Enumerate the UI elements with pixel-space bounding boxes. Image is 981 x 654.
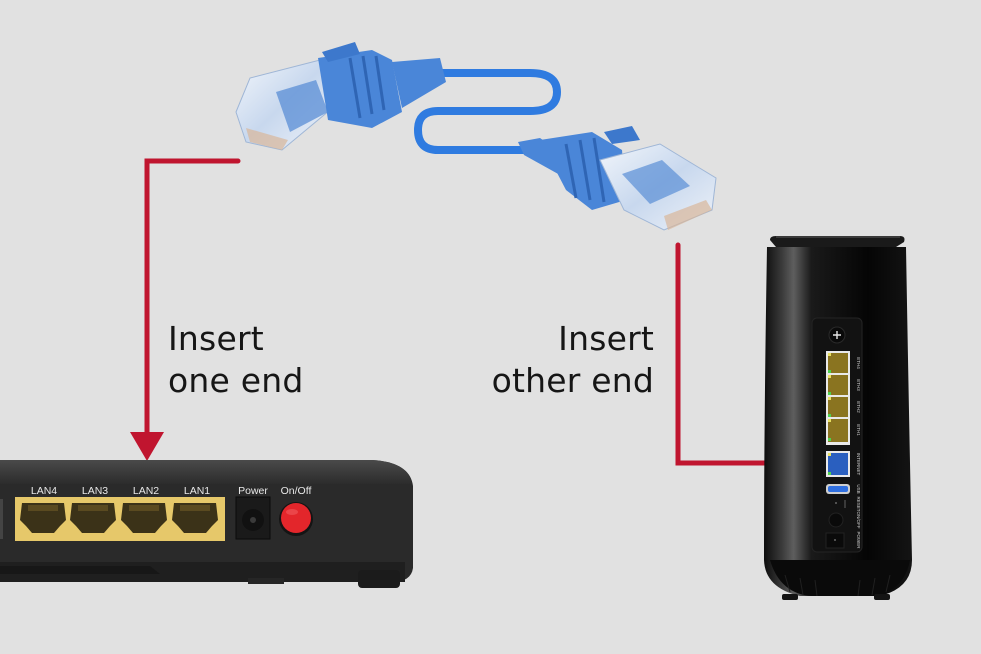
lan-port-lan1[interactable]: [172, 503, 218, 533]
instruction-insert-other-end: Insert other end: [470, 318, 654, 402]
tower-port-internet[interactable]: [826, 451, 850, 477]
lan-port-lan2[interactable]: [121, 503, 167, 533]
instruction-insert-one-end: Insert one end: [168, 318, 303, 402]
cable-wire: [413, 69, 562, 154]
tower-router: ETH4 ETH3 ETH2 ETH1 INTERNET USB RESET O…: [764, 236, 912, 600]
eth3-label: ETH3: [856, 379, 861, 391]
tower-reset-button[interactable]: [835, 500, 846, 508]
on-off-label: On/Off: [281, 485, 312, 497]
modem-foot: [358, 570, 400, 588]
tower-port-usb[interactable]: [826, 484, 850, 494]
plus-icon: [833, 331, 841, 339]
modem-device: LAN4 LAN3 LAN2 LAN1 Power On/Off: [0, 460, 413, 588]
eth4-label: ETH4: [856, 357, 861, 369]
power-jack[interactable]: [235, 496, 271, 540]
lan-port-lan4[interactable]: [20, 503, 66, 533]
tower-port-eth1[interactable]: [828, 419, 848, 442]
tower-power-jack[interactable]: [825, 532, 845, 549]
arrowhead-down-icon: [130, 432, 164, 461]
lan2-label: LAN2: [133, 485, 159, 497]
ethernet-cable: [235, 42, 717, 231]
on-off-button[interactable]: [279, 502, 313, 536]
tower-port-eth2[interactable]: [828, 397, 848, 417]
internet-label: INTERNET: [856, 453, 861, 476]
tower-on-off-button[interactable]: [828, 512, 844, 528]
instruction-right-line1: Insert: [558, 319, 654, 358]
rj45-plug-left: [235, 42, 446, 151]
power-label-tower: POWER: [856, 531, 861, 549]
usb-label: USB: [856, 484, 861, 493]
instruction-left-line1: Insert: [168, 319, 264, 358]
on-off-label-tower: ON/OFF: [856, 512, 861, 529]
reset-label: RESET: [856, 496, 861, 511]
arrow-to-modem: [130, 158, 241, 461]
rj45-plug-right: [518, 126, 717, 231]
tower-port-eth3[interactable]: [828, 375, 848, 395]
instruction-left-line2: one end: [168, 361, 304, 400]
lan4-label: LAN4: [31, 485, 57, 497]
eth2-label: ETH2: [856, 401, 861, 413]
lan3-label: LAN3: [82, 485, 108, 497]
tower-port-eth4[interactable]: [828, 353, 848, 373]
instruction-right-line2: other end: [491, 361, 654, 400]
lan1-label: LAN1: [184, 485, 210, 497]
eth1-label: ETH1: [856, 424, 861, 436]
tower-plus-button[interactable]: [828, 326, 846, 344]
power-label: Power: [238, 485, 268, 497]
lan-port-lan3[interactable]: [70, 503, 116, 533]
